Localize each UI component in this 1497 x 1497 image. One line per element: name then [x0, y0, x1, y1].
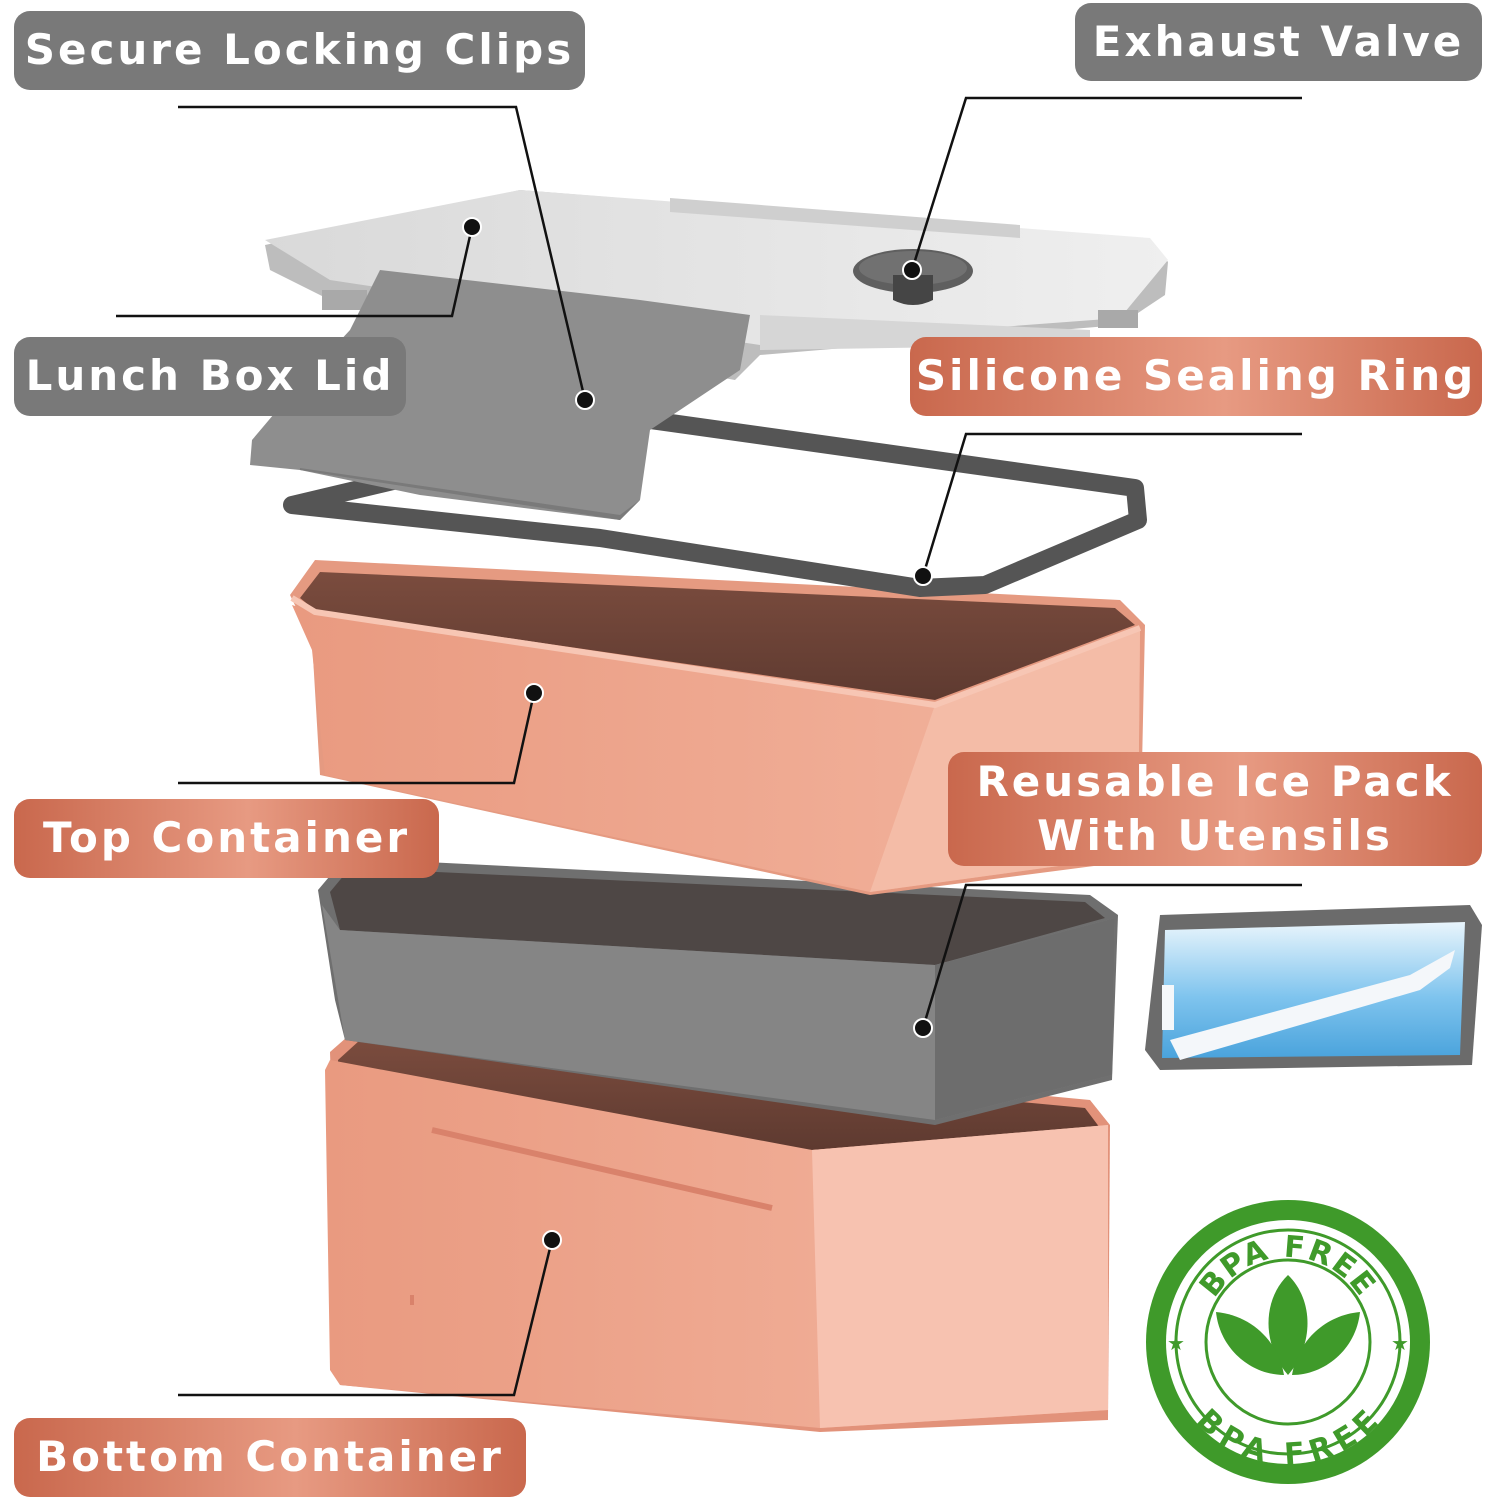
lunch-box-lid	[250, 190, 1168, 520]
top-container-label: Top Container	[14, 799, 439, 878]
ice-pack-label-line1: Reusable Ice Pack	[976, 757, 1454, 807]
silicone-sealing-ring	[283, 411, 1147, 597]
gray-tray	[318, 858, 1118, 1125]
ice-pack-label-line2: With Utensils	[1037, 811, 1393, 860]
lunch-box-lid-label: Lunch Box Lid	[14, 337, 406, 416]
exhaust-valve-label: Exhaust Valve	[1075, 3, 1482, 81]
ice-pack-tray	[1145, 905, 1482, 1070]
top-container	[290, 560, 1145, 895]
secure-locking-clips-label: Secure Locking Clips	[14, 11, 585, 90]
silicone-sealing-ring-label: Silicone Sealing Ring	[910, 337, 1482, 416]
leader-dots	[462, 217, 933, 1250]
leaf-icon	[1216, 1275, 1360, 1375]
bottom-container	[325, 1030, 1110, 1432]
badge-star-right-icon: ★	[1391, 1331, 1409, 1355]
bpa-free-badge: BPA FREE BPA FREE ★ ★	[1146, 1200, 1430, 1484]
badge-star-left-icon: ★	[1167, 1331, 1185, 1355]
ice-pack-label: Reusable Ice Pack With Utensils	[948, 752, 1482, 866]
leader-lines	[116, 96, 1302, 1397]
bottom-container-label: Bottom Container	[14, 1418, 526, 1497]
